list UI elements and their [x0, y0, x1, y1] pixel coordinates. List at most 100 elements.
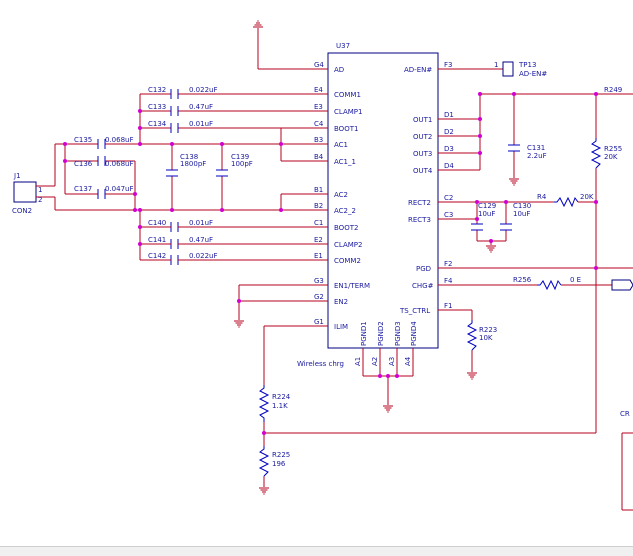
pin-num-e3: E3 [314, 103, 323, 111]
resistor-r255-symbol [590, 138, 602, 169]
cap-val-c140: 0.01uF [189, 219, 213, 227]
cap-val-c131: 2.2uF [527, 152, 547, 160]
pin-name-ad-en: AD-EN# [404, 66, 432, 74]
junction-dot [386, 374, 390, 378]
pin-num-d3: D3 [444, 145, 454, 153]
ic-u37-body [327, 52, 439, 349]
ic-right-pin-names: AD-EN# OUT1 OUT2 OUT3 OUT4 RECT2 RECT3 P… [399, 66, 434, 315]
cap-ref-c129: C129 [478, 202, 496, 210]
status-bar [0, 546, 633, 556]
pin-num-b3: B3 [314, 136, 323, 144]
junction-dot [138, 242, 142, 246]
cap-val-c142: 0.022uF [189, 252, 218, 260]
pin-name-pgnd1: PGND1 [360, 321, 368, 346]
resistor-r256-val: 0 E [570, 276, 581, 284]
junction-dots [63, 92, 598, 435]
pin-num-f1: F1 [444, 302, 452, 310]
pin-name-ac2-2: AC2_2 [334, 207, 356, 215]
cap-ref-c131: C131 [527, 144, 545, 152]
cap-val-c139: 100pF [231, 160, 253, 168]
pin-name-ac1-1: AC1_1 [334, 158, 356, 166]
junction-dot [378, 374, 382, 378]
junction-dot [395, 374, 399, 378]
connector-j1-pins [36, 185, 40, 198]
ts-ctrl-net-wires [466, 309, 473, 372]
ic-right-pin-stubs [438, 68, 466, 311]
junction-dot [63, 142, 67, 146]
junction-dot [475, 217, 479, 221]
cap-ref-c141: C141 [148, 236, 166, 244]
junction-dot [594, 266, 598, 270]
pin-name-ac1: AC1 [334, 141, 348, 149]
cap-val-c129: 10uF [478, 210, 495, 218]
pin-num-e1: E1 [314, 252, 323, 260]
en-ground-symbol [233, 320, 245, 328]
pin-num-e4: E4 [314, 86, 323, 94]
cap-ref-c133: C133 [148, 103, 166, 111]
cap-val-c135: 0.068uF [105, 136, 134, 144]
junction-dot [478, 117, 482, 121]
pin-num-g4: G4 [314, 61, 324, 69]
resistor-r225-ref: R225 [272, 451, 290, 459]
resistor-r223-symbol [466, 320, 478, 351]
junction-dot [220, 142, 224, 146]
pin-name-clamp1: CLAMP1 [334, 108, 362, 116]
cap-ref-c132: C132 [148, 86, 166, 94]
cap-val-c138: 1800pF [180, 160, 206, 168]
cap-val-c130: 10uF [513, 210, 530, 218]
resistor-r256-symbol [537, 279, 562, 291]
testpoint-tp13-body [502, 61, 514, 77]
pin-name-pgnd4: PGND4 [410, 321, 418, 346]
ic-u37-name: Wireless chrg [297, 360, 344, 368]
pin-name-out4: OUT4 [413, 167, 433, 175]
connector-j1-ref: J1 [13, 172, 21, 180]
pin-num-a2: A2 [371, 357, 379, 366]
pin-num-d1: D1 [444, 111, 454, 119]
pin-num-d2: D2 [444, 128, 454, 136]
junction-dot [262, 431, 266, 435]
cap-c131-symbol [508, 144, 520, 152]
resistor-r4-val: 20K [580, 193, 594, 201]
ic-u37-ref: U37 [336, 42, 350, 50]
resistor-r223-val: 10K [479, 334, 493, 342]
resistor-r223-ref: R223 [479, 326, 497, 334]
cap-ref-c130: C130 [513, 202, 531, 210]
pin-num-a4: A4 [404, 356, 412, 366]
resistor-r224-ref: R224 [272, 393, 291, 401]
pin-name-out1: OUT1 [413, 116, 432, 124]
junction-dot [504, 200, 508, 204]
pin-name-pgnd3: PGND3 [394, 321, 402, 346]
ic-left-pin-names: AD COMM1 CLAMP1 BOOT1 AC1 AC1_1 AC2 AC2_… [334, 66, 370, 331]
cap-val-c137: 0.047uF [105, 185, 134, 193]
pin-name-ts-ctrl: TS_CTRL [399, 307, 430, 315]
pin-name-boot1: BOOT1 [334, 125, 358, 133]
pin-num-c2: C2 [444, 194, 453, 202]
pin-name-ad: AD [334, 66, 344, 74]
resistor-r224-val: 1.1K [272, 402, 288, 410]
ic-right-pin-numbers: F3 D1 D2 D3 D4 C2 C3 F2 F4 F1 [444, 61, 454, 310]
pin-name-boot2: BOOT2 [334, 224, 358, 232]
left-bottom-bank-wires [139, 210, 300, 261]
connector-j1-pin1: 1 [38, 186, 42, 194]
c131-ground-symbol [508, 178, 520, 186]
pin-num-f3: F3 [444, 61, 452, 69]
junction-dot [170, 142, 174, 146]
r225-ground-symbol [258, 487, 270, 495]
testpoint-tp13-net: AD-EN# [519, 70, 547, 78]
pin-num-f4: F4 [444, 277, 453, 285]
junction-dot [138, 142, 142, 146]
ic-left-pin-numbers: G4 E4 E3 C4 B3 B4 B1 B2 C1 E2 E1 G3 G2 G… [314, 61, 324, 326]
pin-name-rect2: RECT2 [408, 199, 431, 207]
junction-dot [63, 159, 67, 163]
junction-dot [594, 200, 598, 204]
resistor-r255-val: 20K [604, 153, 618, 161]
pin-name-clamp2: CLAMP2 [334, 241, 362, 249]
pin-name-comm1: COMM1 [334, 91, 361, 99]
cap-ref-c137: C137 [74, 185, 92, 193]
pin-num-b4: B4 [314, 153, 324, 161]
cap-symbols-vertical [166, 169, 228, 177]
cap-ref-c138: C138 [180, 153, 198, 161]
cap-c129-c130-symbols [471, 223, 512, 231]
connector-j1-body [13, 181, 37, 203]
